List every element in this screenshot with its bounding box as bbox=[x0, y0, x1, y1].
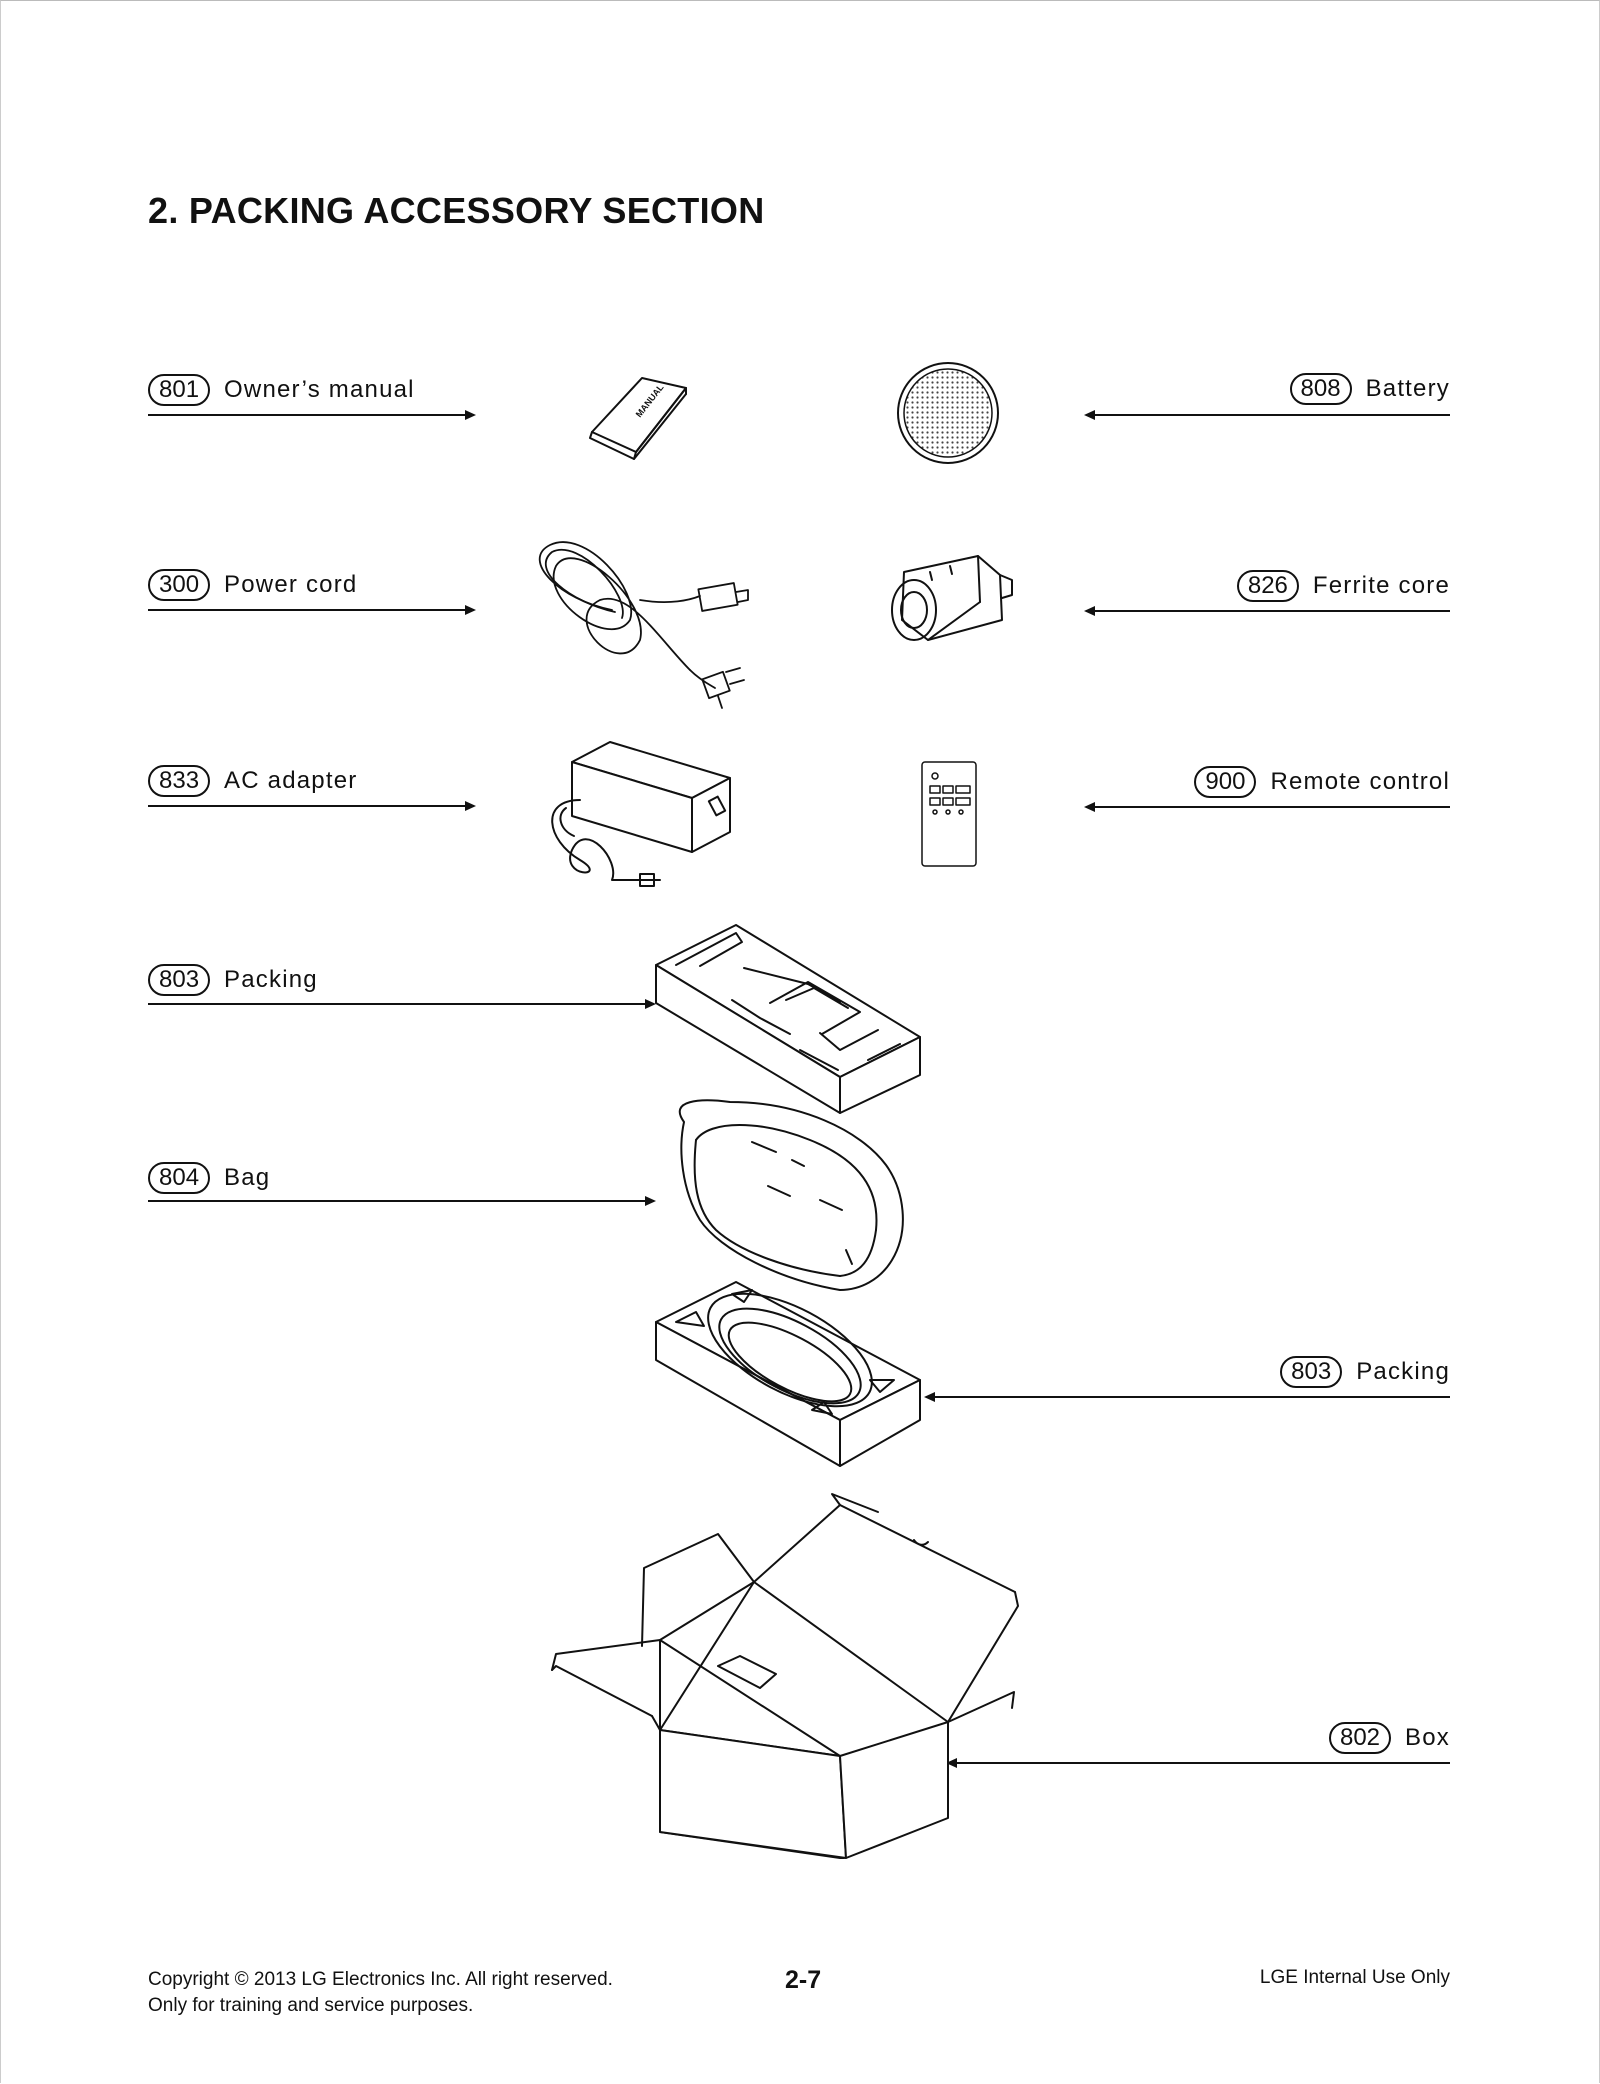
leader-arrow bbox=[1084, 410, 1450, 420]
part-name: Packing bbox=[224, 966, 318, 993]
part-code: 900 bbox=[1194, 766, 1257, 798]
part-name: Remote control bbox=[1270, 768, 1450, 795]
part-label-owners-manual: 801 Owner’s manual bbox=[148, 370, 415, 410]
part-name: Packing bbox=[1356, 1358, 1450, 1385]
part-code: 804 bbox=[148, 1162, 211, 1194]
ferrite-core-icon bbox=[891, 555, 1013, 641]
bag-icon bbox=[678, 1099, 904, 1291]
part-label-power-cord: 300 Power cord bbox=[148, 565, 357, 605]
part-code: 300 bbox=[148, 569, 211, 601]
leader-arrow bbox=[148, 410, 476, 420]
part-name: Bag bbox=[224, 1164, 271, 1191]
battery-icon bbox=[897, 362, 999, 464]
leader-arrow bbox=[148, 1196, 656, 1206]
part-code: 803 bbox=[148, 964, 211, 996]
packing-top-icon bbox=[655, 924, 921, 1114]
part-label-packing-top: 803 Packing bbox=[148, 960, 318, 1000]
leader-arrow bbox=[148, 999, 656, 1009]
footer-copyright: Copyright © 2013 LG Electronics Inc. All… bbox=[148, 1967, 613, 2019]
part-label-ac-adapter: 833 AC adapter bbox=[148, 761, 357, 801]
page-number: 2-7 bbox=[785, 1966, 822, 1994]
section-title: 2. PACKING ACCESSORY SECTION bbox=[148, 190, 765, 231]
owners-manual-icon: MANUAL bbox=[589, 377, 687, 460]
remote-control-icon bbox=[921, 761, 977, 867]
internal-use-notice: LGE Internal Use Only bbox=[1259, 1967, 1450, 1988]
part-code: 808 bbox=[1289, 373, 1352, 405]
leader-arrow bbox=[148, 801, 476, 811]
packing-bottom-icon bbox=[655, 1281, 921, 1467]
part-name: Power cord bbox=[224, 571, 358, 598]
part-name: AC adapter bbox=[224, 767, 358, 794]
leader-arrow bbox=[924, 1392, 1450, 1402]
part-label-packing-bottom: 803 Packing bbox=[1280, 1352, 1450, 1392]
part-label-ferrite-core: 826 Ferrite core bbox=[1236, 566, 1450, 606]
leader-arrow bbox=[1084, 802, 1450, 812]
leader-arrow bbox=[946, 1758, 1450, 1768]
part-code: 801 bbox=[148, 374, 211, 406]
copyright-line-1: Copyright © 2013 LG Electronics Inc. All… bbox=[148, 1969, 613, 1990]
part-name: Owner’s manual bbox=[224, 376, 415, 403]
part-code: 833 bbox=[148, 765, 211, 797]
box-icon bbox=[551, 1493, 1019, 1859]
part-label-box: 802 Box bbox=[1328, 1718, 1450, 1758]
leader-arrow bbox=[1084, 606, 1450, 616]
part-label-remote-control: 900 Remote control bbox=[1194, 762, 1450, 802]
part-code: 803 bbox=[1280, 1356, 1343, 1388]
power-cord-icon bbox=[538, 541, 749, 709]
ac-adapter-icon bbox=[551, 741, 731, 887]
part-code: 826 bbox=[1236, 570, 1299, 602]
part-code: 802 bbox=[1328, 1722, 1392, 1754]
part-name: Battery bbox=[1365, 375, 1450, 402]
part-label-bag: 804 Bag bbox=[148, 1158, 270, 1198]
part-name: Ferrite core bbox=[1312, 572, 1450, 599]
leader-arrow bbox=[148, 605, 476, 615]
copyright-line-2: Only for training and service purposes. bbox=[148, 1995, 474, 2016]
part-label-battery: 808 Battery bbox=[1289, 369, 1450, 409]
part-name: Box bbox=[1405, 1724, 1450, 1751]
